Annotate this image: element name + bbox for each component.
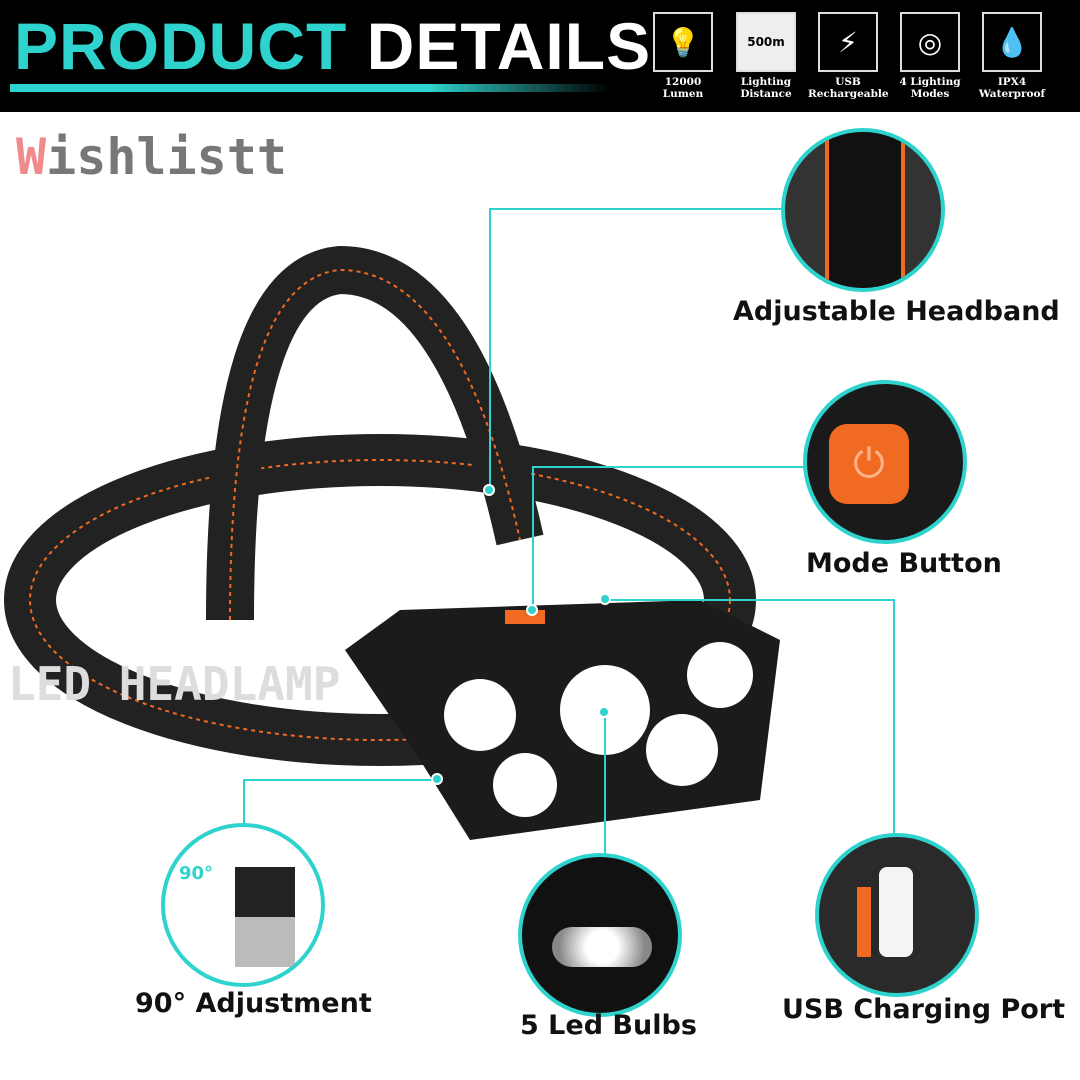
title-underline [10, 84, 610, 92]
connector-line [243, 779, 437, 781]
usb-icon: ⚡ [818, 12, 878, 72]
headlamp-illustration: LED HEADLAMP [4, 245, 780, 840]
connector-line [605, 599, 895, 601]
connector-line [489, 208, 491, 490]
label-headband: Adjustable Headband [733, 296, 1060, 327]
led-bulb [687, 642, 753, 708]
label-bulbs: 5 Led Bulbs [520, 1010, 697, 1041]
adjustment-closeup: 90° [161, 823, 325, 987]
bulbs-closeup [518, 853, 682, 1017]
led-bulb [493, 753, 557, 817]
connector-line [604, 712, 606, 854]
connector-dot [483, 484, 495, 496]
connector-dot [431, 773, 443, 785]
connector-dot [526, 604, 538, 616]
distance-icon: 500m [736, 12, 796, 72]
brand-logo: Wishlistt [16, 128, 287, 186]
connector-line [243, 779, 245, 824]
mode-button-closeup: ⏻ [803, 380, 967, 544]
label-mode-button: Mode Button [806, 548, 1002, 579]
connector-dot [599, 593, 611, 605]
connector-line [893, 599, 895, 835]
label-usb-port: USB Charging Port [782, 994, 1066, 1025]
page-title: PRODUCT DETAILS [14, 9, 652, 83]
label-adjustment: 90° Adjustment [135, 988, 372, 1019]
headband-closeup [781, 128, 945, 292]
bulb-icon: 💡 [653, 12, 713, 72]
strap-text: LED HEADLAMP [8, 657, 340, 711]
power-icon: ⏻ [829, 424, 909, 504]
usb-port-closeup [815, 833, 979, 997]
led-bulb [444, 679, 516, 751]
led-bulb [646, 714, 718, 786]
connector-line [489, 208, 785, 210]
connector-line [532, 466, 806, 468]
modes-icon: ◎ [900, 12, 960, 72]
connector-line [532, 466, 534, 612]
connector-dot [598, 706, 610, 718]
water-drop-icon: 💧 [982, 12, 1042, 72]
